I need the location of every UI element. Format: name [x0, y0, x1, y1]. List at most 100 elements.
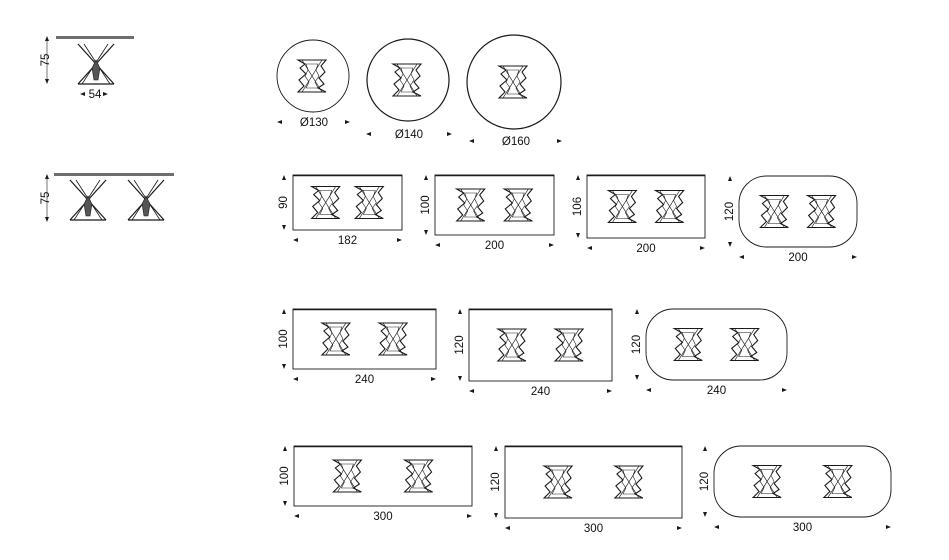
arrow-left-icon [294, 514, 299, 518]
width-label: 300 [373, 511, 392, 523]
arrow-down-icon [45, 79, 49, 84]
table-top [292, 308, 437, 370]
width-label: 300 [793, 522, 812, 534]
width-label: 200 [788, 252, 807, 264]
depth-label: 120 [699, 472, 711, 491]
arrow-left-icon [739, 255, 744, 259]
table-rect-200x100: 200 100 [420, 174, 555, 252]
table-top [466, 34, 562, 130]
base-icon [378, 322, 408, 356]
arrow-right-icon [852, 255, 857, 259]
depth-label: 100 [279, 466, 291, 485]
arrow-up-icon [282, 175, 286, 180]
arrow-left-icon [277, 120, 282, 124]
base-icon [607, 189, 637, 224]
diameter-label: Ø160 [502, 136, 530, 148]
table-rect-300x100: 300 100 [279, 445, 473, 523]
table-rect-240x120: 240 120 [454, 308, 613, 398]
base-icon [759, 194, 789, 229]
round-table-140: Ø140 [366, 38, 452, 141]
arrow-right-icon [431, 377, 436, 381]
arrow-down-icon [282, 364, 286, 369]
depth-label: 120 [724, 202, 736, 221]
arrow-left-icon [435, 243, 440, 247]
base-icon [614, 465, 644, 499]
base-icon [807, 194, 837, 229]
arrow-up-icon [283, 446, 287, 451]
height-label: 75 [40, 54, 52, 67]
base-icon [503, 188, 533, 222]
arrow-down-icon [283, 501, 287, 506]
depth-label: 90 [278, 196, 290, 209]
arrow-left-icon [714, 525, 719, 529]
base-icon [498, 65, 528, 99]
base-icon [354, 185, 384, 220]
width-label: 182 [338, 235, 357, 247]
diameter-label: Ø130 [300, 117, 328, 129]
table-rect-182x90: 182 90 [278, 174, 403, 247]
round-table-130: Ø130 [276, 39, 350, 129]
base-icon [554, 328, 584, 362]
base-icon [497, 328, 527, 362]
base-icon [823, 464, 853, 499]
glass-top [56, 36, 134, 39]
arrow-down-icon [45, 217, 49, 222]
width-label: 200 [636, 243, 655, 255]
arrow-down-icon [576, 233, 580, 238]
depth-label: 100 [420, 195, 432, 214]
arrow-right-icon [447, 132, 452, 136]
arrow-down-icon [494, 513, 498, 518]
arrow-right-icon [549, 243, 554, 247]
arrow-left-icon [505, 526, 510, 530]
side-base [69, 179, 107, 221]
depth-label: 100 [278, 329, 290, 348]
arrow-up-icon [576, 175, 580, 180]
width-label: 240 [707, 385, 726, 397]
arrow-down-icon [282, 225, 286, 230]
glass-top [54, 173, 174, 176]
depth-label: 120 [631, 335, 643, 354]
depth-label: 120 [454, 335, 466, 354]
base-icon [752, 464, 782, 499]
table-oval-300x120: 300 120 [699, 445, 892, 534]
table-top [434, 174, 555, 236]
table-top [276, 39, 350, 113]
width-label: 200 [485, 240, 504, 252]
table-top [366, 38, 450, 122]
table-top [468, 308, 613, 382]
arrow-left-icon [587, 246, 592, 250]
table-oval-200x120: 200 120 [724, 175, 858, 264]
arrow-up-icon [45, 174, 49, 179]
arrow-up-icon [728, 176, 732, 181]
arrow-right-icon [677, 526, 682, 530]
arrow-left-icon [80, 92, 85, 96]
arrow-right-icon [700, 246, 705, 250]
arrow-left-icon [469, 389, 474, 393]
width-label: 240 [531, 386, 550, 398]
arrow-down-icon [635, 375, 639, 380]
width-label: 240 [355, 374, 374, 386]
width-label: 54 [89, 89, 102, 101]
base-icon [730, 327, 760, 362]
arrow-left-icon [293, 238, 298, 242]
side-view-double: 75 [40, 173, 174, 222]
round-table-160: Ø160 [466, 34, 562, 148]
width-label: 300 [584, 523, 603, 535]
side-view-single: 75 54 [40, 36, 134, 101]
base-icon [543, 465, 573, 499]
depth-label: 120 [490, 472, 502, 491]
table-top [292, 174, 403, 231]
arrow-right-icon [397, 238, 402, 242]
base-icon [655, 189, 685, 224]
base-icon [311, 185, 341, 220]
arrow-left-icon [366, 132, 371, 136]
arrow-right-icon [607, 389, 612, 393]
arrow-left-icon [646, 388, 651, 392]
arrow-right-icon [886, 525, 891, 529]
arrow-up-icon [494, 446, 498, 451]
arrow-up-icon [458, 309, 462, 314]
depth-label: 106 [572, 197, 584, 216]
arrow-up-icon [703, 446, 707, 451]
table-top [713, 445, 892, 518]
